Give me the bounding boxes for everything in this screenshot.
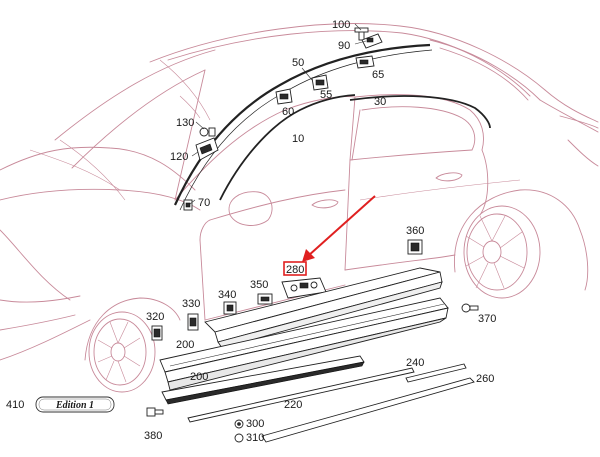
callout-310: 310	[246, 432, 264, 444]
highlight-box-280	[283, 261, 307, 276]
rear-wheel	[463, 205, 541, 299]
side-sill-panel-upper	[204, 267, 443, 349]
edition-badge-410: Edition 1	[35, 396, 115, 413]
clip-350-part	[257, 293, 273, 305]
trim-strip-240	[405, 363, 467, 383]
callout-330: 330	[182, 298, 200, 310]
callout-280: 280	[286, 264, 304, 276]
leader-lines	[189, 23, 367, 205]
clip-60-part	[275, 88, 293, 105]
front-wheel	[88, 311, 156, 393]
callout-320: 320	[146, 311, 164, 323]
nut-300-part	[234, 419, 244, 429]
clip-360-part	[407, 239, 423, 255]
callout-410: 410	[6, 399, 24, 411]
clip-65-part	[355, 55, 375, 69]
clip-340-part	[223, 301, 237, 315]
side-sill-panel-lower	[159, 297, 449, 391]
bolt-380-part	[146, 407, 164, 417]
bracket-120-part	[195, 137, 219, 161]
callout-10: 10	[292, 133, 304, 145]
callout-370: 370	[478, 313, 496, 325]
screw-370-part	[461, 303, 479, 313]
callout-labels: 100 90 50 65 55 60 30 130 120 10 70 360 …	[6, 19, 496, 444]
callout-60: 60	[282, 106, 294, 118]
callout-55: 55	[320, 89, 332, 101]
callout-50: 50	[292, 57, 304, 69]
washer-310-part	[234, 433, 244, 443]
callout-200-lower: 200	[190, 371, 208, 383]
callout-100: 100	[332, 19, 350, 31]
callout-200-upper: 200	[176, 339, 194, 351]
edition-badge-text: Edition 1	[55, 400, 94, 411]
clip-320-part	[151, 325, 163, 341]
callout-90: 90	[338, 40, 350, 52]
clip-330-part	[187, 313, 199, 331]
trim-strip-200-lower	[161, 355, 365, 405]
trim-strip-220	[187, 367, 415, 423]
callout-70: 70	[198, 197, 210, 209]
callout-300: 300	[246, 418, 264, 430]
car-outline	[0, 23, 599, 393]
callout-350: 350	[250, 279, 268, 291]
callout-380: 380	[144, 430, 162, 442]
callout-220: 220	[284, 399, 302, 411]
callout-360: 360	[406, 225, 424, 237]
callout-260: 260	[476, 373, 494, 385]
mount-bracket-280-part	[281, 277, 327, 299]
callout-120: 120	[170, 151, 188, 163]
callout-340: 340	[218, 289, 236, 301]
clip-90-part	[361, 33, 383, 49]
callout-30: 30	[374, 96, 386, 108]
trim-strip-260	[261, 377, 475, 443]
highlight-arrow	[302, 195, 376, 262]
clip-130-part	[199, 127, 216, 137]
callout-240: 240	[406, 357, 424, 369]
clip-70-part	[183, 199, 193, 211]
callout-65: 65	[372, 69, 384, 81]
roof-trim-strips	[173, 43, 491, 211]
callout-130: 130	[176, 117, 194, 129]
clip-55-part	[311, 74, 329, 91]
